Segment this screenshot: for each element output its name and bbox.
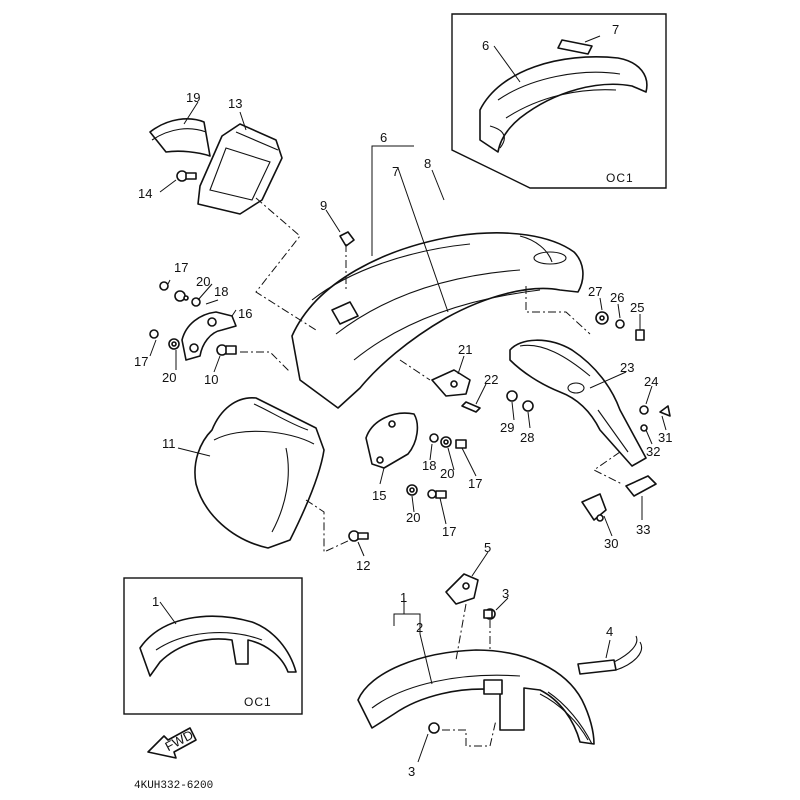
item-21-bracket [431, 369, 481, 413]
callout-5: 5 [484, 540, 491, 555]
callout-23: 23 [620, 360, 634, 375]
callout-16: 16 [238, 306, 252, 321]
callout-20-d: 20 [406, 510, 420, 525]
item-14-bolt [176, 170, 197, 182]
callout-20-a: 20 [196, 274, 210, 289]
assembly-lines [240, 197, 623, 747]
callout-32: 32 [646, 444, 660, 459]
callout-8: 8 [424, 156, 431, 171]
item-6-rear-fender [291, 232, 584, 409]
callout-3-top: 3 [502, 586, 509, 601]
callout-14: 14 [138, 186, 152, 201]
fwd-arrow-icon: FWD [147, 727, 197, 759]
callout-11: 11 [162, 436, 176, 451]
callout-18-a: 18 [214, 284, 228, 299]
item-12-bolt [348, 530, 369, 542]
item-16-bracket [181, 311, 237, 361]
small-hardware-right [506, 311, 671, 432]
item-23-stay [509, 339, 647, 467]
callout-12: 12 [356, 558, 370, 573]
callout-13: 13 [228, 96, 242, 111]
callout-6-inset: 6 [482, 38, 489, 53]
callout-7: 7 [392, 164, 399, 179]
callout-10: 10 [204, 372, 218, 387]
callout-17-d: 17 [442, 524, 456, 539]
item-4-guide [577, 635, 642, 675]
item-33-reflector [581, 475, 657, 522]
callout-24: 24 [644, 374, 658, 389]
leader-lines [149, 101, 667, 763]
callout-1: 1 [400, 590, 407, 605]
callout-29: 29 [500, 420, 514, 435]
callout-18-b: 18 [422, 458, 436, 473]
item-15-plate [365, 412, 419, 469]
item-5-bracket [445, 573, 479, 605]
callout-7-inset: 7 [612, 22, 619, 37]
callout-2: 2 [416, 620, 423, 635]
callout-20-c: 20 [440, 466, 454, 481]
callout-21: 21 [458, 342, 472, 357]
item-3-bolt-top [483, 608, 496, 620]
small-hardware-center [406, 433, 467, 499]
callout-25: 25 [630, 300, 644, 315]
callout-17-b: 17 [134, 354, 148, 369]
small-hardware-left [149, 231, 355, 356]
callout-3-bottom: 3 [408, 764, 415, 779]
callout-27: 27 [588, 284, 602, 299]
callout-17-a: 17 [174, 260, 188, 275]
callout-19: 19 [186, 90, 200, 105]
inset-front-fender: 1 OC1 [123, 577, 303, 715]
callout-6: 6 [380, 130, 387, 145]
callout-15: 15 [372, 488, 386, 503]
callout-17-c: 17 [468, 476, 482, 491]
diagram-code: 4KUH332-6200 [134, 780, 213, 792]
callout-9: 9 [320, 198, 327, 213]
callouts: 19 13 14 6 7 8 9 17 20 18 16 17 20 10 21… [134, 90, 672, 779]
item-2-front-fender [357, 649, 595, 745]
callout-4: 4 [606, 624, 613, 639]
callout-30: 30 [604, 536, 618, 551]
callout-1-inset: 1 [152, 594, 159, 609]
callout-33: 33 [636, 522, 650, 537]
item-11-guard [194, 397, 325, 549]
callout-31: 31 [658, 430, 672, 445]
callout-26: 26 [610, 290, 624, 305]
item-19-trim [149, 118, 211, 157]
inset-label-top: OC1 [606, 171, 634, 185]
inset-rear-fender: 7 6 OC1 [451, 13, 667, 189]
inset-label-bottom: OC1 [244, 695, 272, 709]
item-13-housing [197, 123, 283, 215]
callout-20-b: 20 [162, 370, 176, 385]
callout-22: 22 [484, 372, 498, 387]
callout-28: 28 [520, 430, 534, 445]
